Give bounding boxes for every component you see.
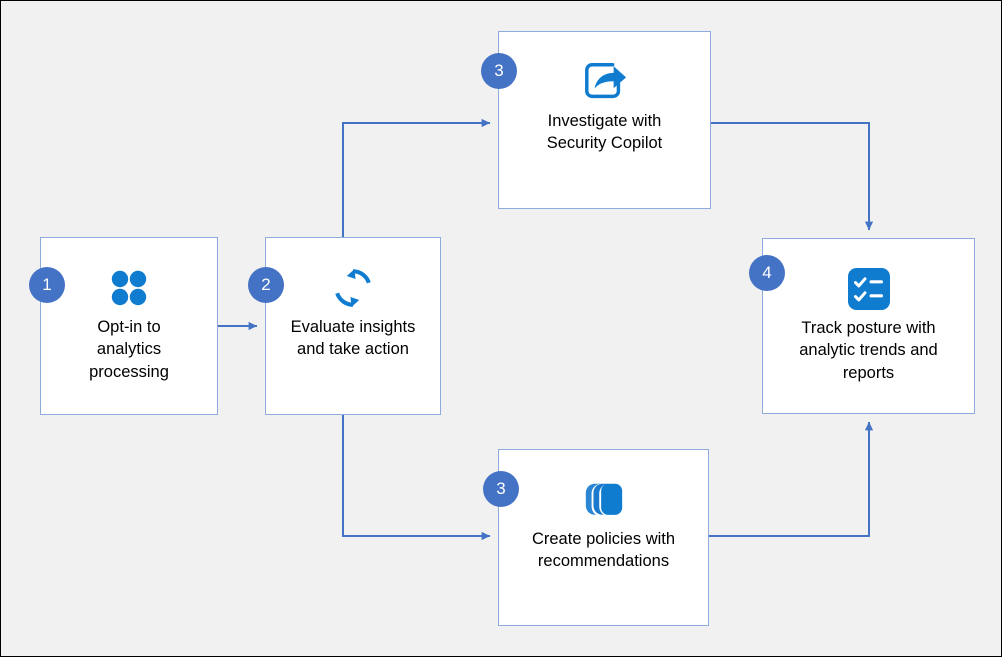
step-badge-1: 1 <box>29 267 65 303</box>
step-badge-3-investigate: 3 <box>481 53 517 89</box>
connector-2-to-3a <box>342 118 491 237</box>
sync-refresh-icon <box>325 260 381 316</box>
node-opt-in-to-analytics-processing[interactable]: Opt-in to analytics processing <box>40 237 218 415</box>
node-label: Evaluate insights and take action <box>290 318 416 359</box>
node-label: Investigate with Security Copilot <box>546 112 663 153</box>
node-create-policies-with-recommendations[interactable]: Create policies with recommendations <box>498 449 709 626</box>
step-badge-2: 2 <box>248 267 284 303</box>
share-export-icon <box>577 54 633 110</box>
connector-3b-to-4 <box>709 421 874 537</box>
node-evaluate-insights-and-take-action[interactable]: Evaluate insights and take action <box>265 237 441 415</box>
connector-3a-to-4 <box>711 122 874 231</box>
layers-stack-icon <box>576 472 632 528</box>
four-dots-icon <box>101 260 157 316</box>
node-label: Opt-in to analytics processing <box>89 318 169 381</box>
step-badge-3-create-policies: 3 <box>483 471 519 507</box>
step-badge-4: 4 <box>749 255 785 291</box>
node-label: Track posture with analytic trends and r… <box>799 319 938 382</box>
checklist-icon <box>841 261 897 317</box>
connector-2-to-3b <box>342 415 491 541</box>
node-investigate-with-security-copilot[interactable]: Investigate with Security Copilot <box>498 31 711 209</box>
node-track-posture-with-analytic-trends-and-reports[interactable]: Track posture with analytic trends and r… <box>762 238 975 414</box>
node-label: Create policies with recommendations <box>531 530 676 571</box>
